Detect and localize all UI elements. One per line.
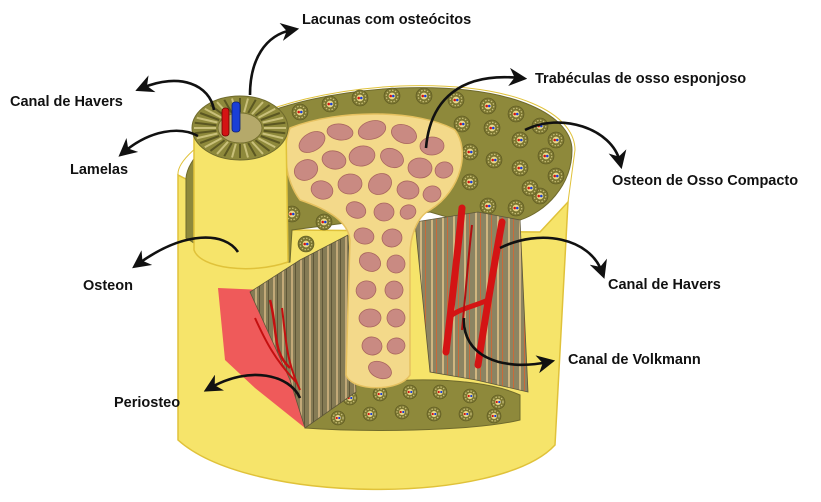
osteon-dot: [508, 106, 524, 122]
label-lamelas: Lamelas: [70, 163, 128, 178]
label-trabeculas: Trabéculas de osso esponjoso: [535, 72, 746, 87]
osteon-dot: [522, 180, 538, 196]
osteon-dot: [462, 144, 478, 160]
osteon-dot: [491, 395, 505, 409]
osteon-dot: [484, 120, 500, 136]
osteon-dot: [403, 385, 417, 399]
osteon-dot: [548, 168, 564, 184]
trabecula-cell: [374, 203, 394, 221]
osteon-dot: [331, 411, 345, 425]
osteon-dot: [384, 88, 400, 104]
osteon-dot: [538, 148, 554, 164]
osteon-dot: [292, 104, 308, 120]
osteon-cylinder: [192, 96, 288, 269]
label-canal-havers-right: Canal de Havers: [608, 278, 721, 293]
label-canal-havers-left: Canal de Havers: [10, 95, 123, 110]
osteon-dot: [508, 200, 524, 216]
osteon-dot: [316, 214, 332, 230]
osteon-dot: [480, 98, 496, 114]
osteon-dot: [463, 389, 477, 403]
osteon-dot: [322, 96, 338, 112]
osteon-dot: [352, 90, 368, 106]
label-lacunas: Lacunas com osteócitos: [302, 13, 471, 28]
osteon-dot: [454, 116, 470, 132]
havers-vein: [232, 102, 240, 132]
arrow-lacunas: [250, 30, 292, 95]
osteon-dot: [512, 160, 528, 176]
osteon-dot: [363, 407, 377, 421]
osteon-dot: [373, 387, 387, 401]
arrow-lamelas: [124, 131, 198, 152]
label-periosteo: Periosteo: [114, 396, 180, 411]
trabecula-cell: [420, 137, 445, 156]
label-canal-volkmann: Canal de Volkmann: [568, 353, 701, 368]
osteon-dot: [548, 132, 564, 148]
osteon-dot: [480, 198, 496, 214]
osteon-dot: [416, 88, 432, 104]
osteon-dot: [298, 236, 314, 252]
label-osteon: Osteon: [83, 279, 133, 294]
osteon-dot: [433, 385, 447, 399]
osteon-dot: [486, 152, 502, 168]
label-osteon-compacto: Osteon de Osso Compacto: [612, 174, 798, 189]
osteon-dot: [512, 132, 528, 148]
arrow-canal-havers-left: [142, 81, 214, 110]
osteon-dot: [462, 174, 478, 190]
osteon-dot: [427, 407, 441, 421]
havers-artery: [222, 108, 229, 136]
osteon-dot: [459, 407, 473, 421]
osteon-dot: [487, 409, 501, 423]
osteon-dot: [395, 405, 409, 419]
